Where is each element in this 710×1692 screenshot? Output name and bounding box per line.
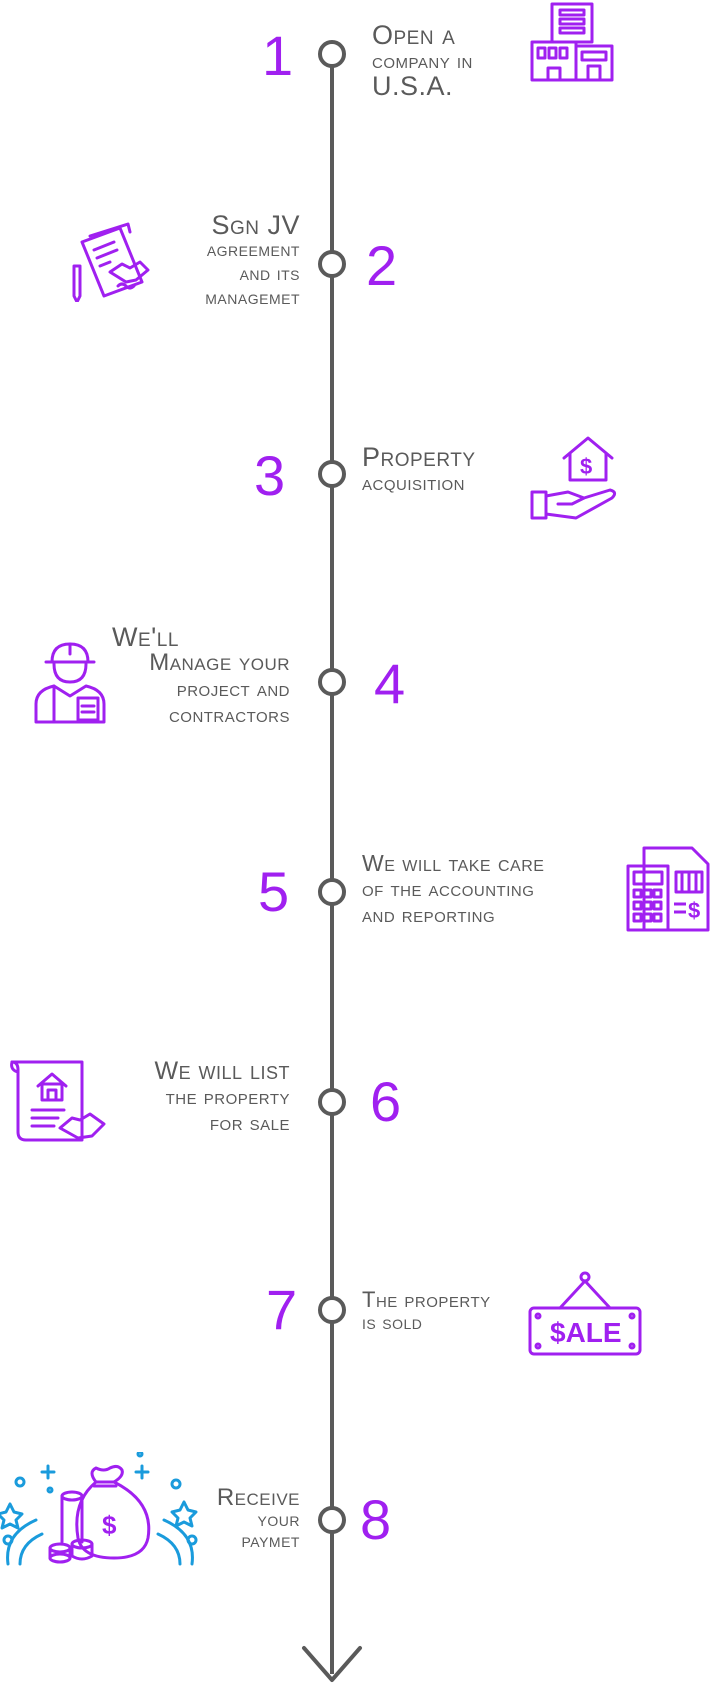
step-1-line-1: Open a: [372, 20, 456, 50]
contract-handshake-icon: [70, 222, 154, 302]
step-label-8: Receive your paymet: [160, 1484, 300, 1553]
svg-text:$: $: [688, 898, 700, 923]
step-3-line-2: acquisition: [362, 470, 466, 495]
office-building-icon: [530, 2, 614, 82]
timeline-node-7: [318, 1296, 346, 1324]
step-2-line-4: managemet: [205, 287, 300, 309]
svg-text:$: $: [580, 454, 592, 479]
calculator-accounting-icon: $: [626, 846, 710, 932]
step-6-line-3: for sale: [209, 1110, 290, 1135]
step-5-line-3: and reporting: [362, 902, 496, 927]
timeline-arrow-icon: [302, 1646, 362, 1682]
step-4-line-1: We'll: [112, 622, 179, 652]
step-3-line-1: Property: [362, 442, 476, 472]
timeline-node-5: [318, 878, 346, 906]
step-1-line-2: company in: [372, 48, 473, 73]
step-label-3: Property acquisition: [362, 444, 476, 496]
step-7-line-1: The property: [362, 1287, 491, 1312]
step-8-line-1: Receive: [216, 1484, 300, 1511]
timeline-node-1: [318, 40, 346, 68]
step-6-line-1: We will list: [154, 1057, 290, 1085]
timeline-node-4: [318, 668, 346, 696]
step-4-line-3: project and: [176, 676, 290, 701]
step-6-line-2: the property: [165, 1084, 290, 1109]
step-4-line-2: Manage your: [149, 649, 290, 676]
timeline-node-3: [318, 460, 346, 488]
step-label-4: We'll Manage your project and contractor…: [70, 624, 290, 728]
step-8-line-2: your: [257, 1509, 300, 1531]
timeline-line: [330, 54, 334, 1674]
step-2-line-3: and its: [239, 263, 300, 285]
step-number-1: 1: [262, 24, 294, 87]
step-label-1: Open a company in U.S.A.: [372, 20, 473, 101]
step-label-6: We will list the property for sale: [80, 1058, 290, 1136]
step-number-2: 2: [366, 234, 398, 297]
step-4-line-4: contractors: [168, 702, 290, 727]
sale-sign-icon: $ALE: [526, 1270, 644, 1358]
step-2-line-2: agreement: [206, 239, 300, 261]
property-listing-icon: [8, 1058, 108, 1144]
step-number-7: 7: [266, 1278, 298, 1341]
step-1-line-3: U.S.A.: [372, 71, 454, 101]
step-label-7: The property is sold: [362, 1287, 491, 1335]
timeline-node-8: [318, 1506, 346, 1534]
step-label-2: Sgn JV agreement and its managemet: [120, 212, 300, 310]
timeline-node-6: [318, 1088, 346, 1116]
step-number-5: 5: [258, 860, 290, 923]
sale-sign-text: $ALE: [550, 1317, 622, 1348]
step-8-line-3: paymet: [241, 1530, 300, 1552]
step-number-8: 8: [360, 1488, 392, 1551]
timeline-node-2: [318, 250, 346, 278]
step-5-line-2: of the accounting: [362, 876, 535, 901]
step-label-5: We will take care of the accounting and …: [362, 850, 544, 928]
step-7-line-2: is sold: [362, 1312, 423, 1334]
svg-text:$: $: [102, 1510, 117, 1540]
step-number-3: 3: [254, 444, 286, 507]
step-2-line-1: Sgn JV: [211, 210, 300, 240]
step-5-line-1: We will take care: [362, 850, 545, 876]
contractor-worker-icon: [34, 640, 108, 724]
money-bag-coins-icon: $: [0, 1452, 200, 1568]
step-number-6: 6: [370, 1070, 402, 1133]
hand-house-dollar-icon: $: [528, 434, 624, 524]
step-number-4: 4: [374, 652, 406, 715]
